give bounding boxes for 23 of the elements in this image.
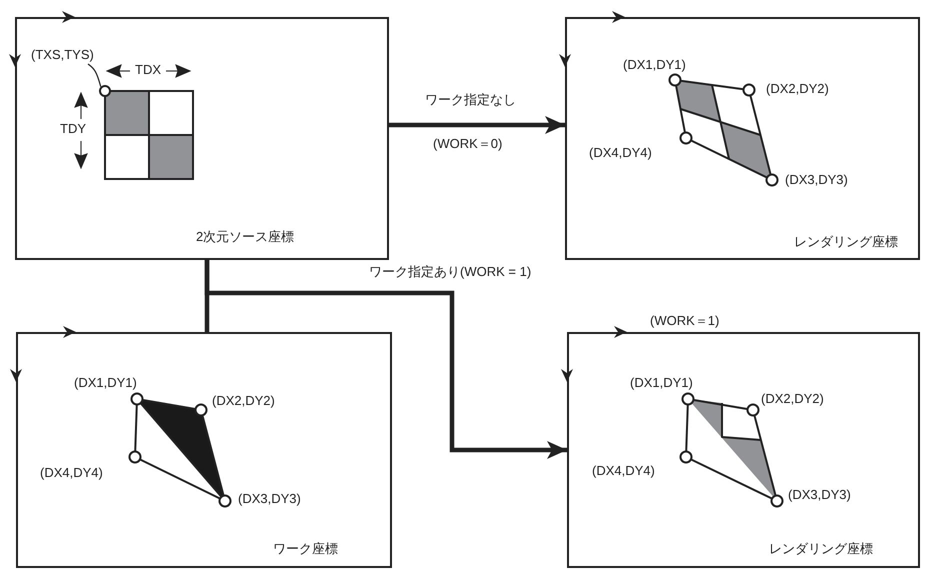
frame-title: ワーク座標 xyxy=(273,542,338,556)
vertex-label: (DX2,DY2) xyxy=(766,82,829,96)
vertex-label: (DX3,DY3) xyxy=(238,492,301,506)
vertex-label: (DX4,DY4) xyxy=(40,466,103,480)
vertex-label: (DX1,DY1) xyxy=(630,376,693,390)
frame-title: レンダリング座標 xyxy=(794,235,898,250)
vertex-label: (DX4,DY4) xyxy=(589,146,652,160)
vertex-label: (DX3,DY3) xyxy=(788,488,851,502)
leader-line xyxy=(88,64,102,87)
arrow xyxy=(204,260,567,459)
vertex-label: (DX1,DY1) xyxy=(623,58,686,72)
vertex-label: (DX3,DY3) xyxy=(785,173,848,188)
vertex-label: (DX2,DY2) xyxy=(212,394,275,408)
condition-label: (WORK＝1) xyxy=(649,314,720,328)
vertex-label: (DX4,DY4) xyxy=(592,464,655,478)
vertex-label: (DX2,DY2) xyxy=(761,392,824,406)
arrow xyxy=(389,116,565,134)
vertex-label: (DX1,DY1) xyxy=(74,376,137,390)
coordinate-label: (TXS,TYS) xyxy=(31,47,107,64)
condition-label: (WORK＝0) xyxy=(432,137,504,152)
frame-title: レンダリング座標 xyxy=(769,542,873,556)
frame-title: 2次元ソース座標 xyxy=(196,230,294,244)
vertex-marker xyxy=(99,85,111,97)
